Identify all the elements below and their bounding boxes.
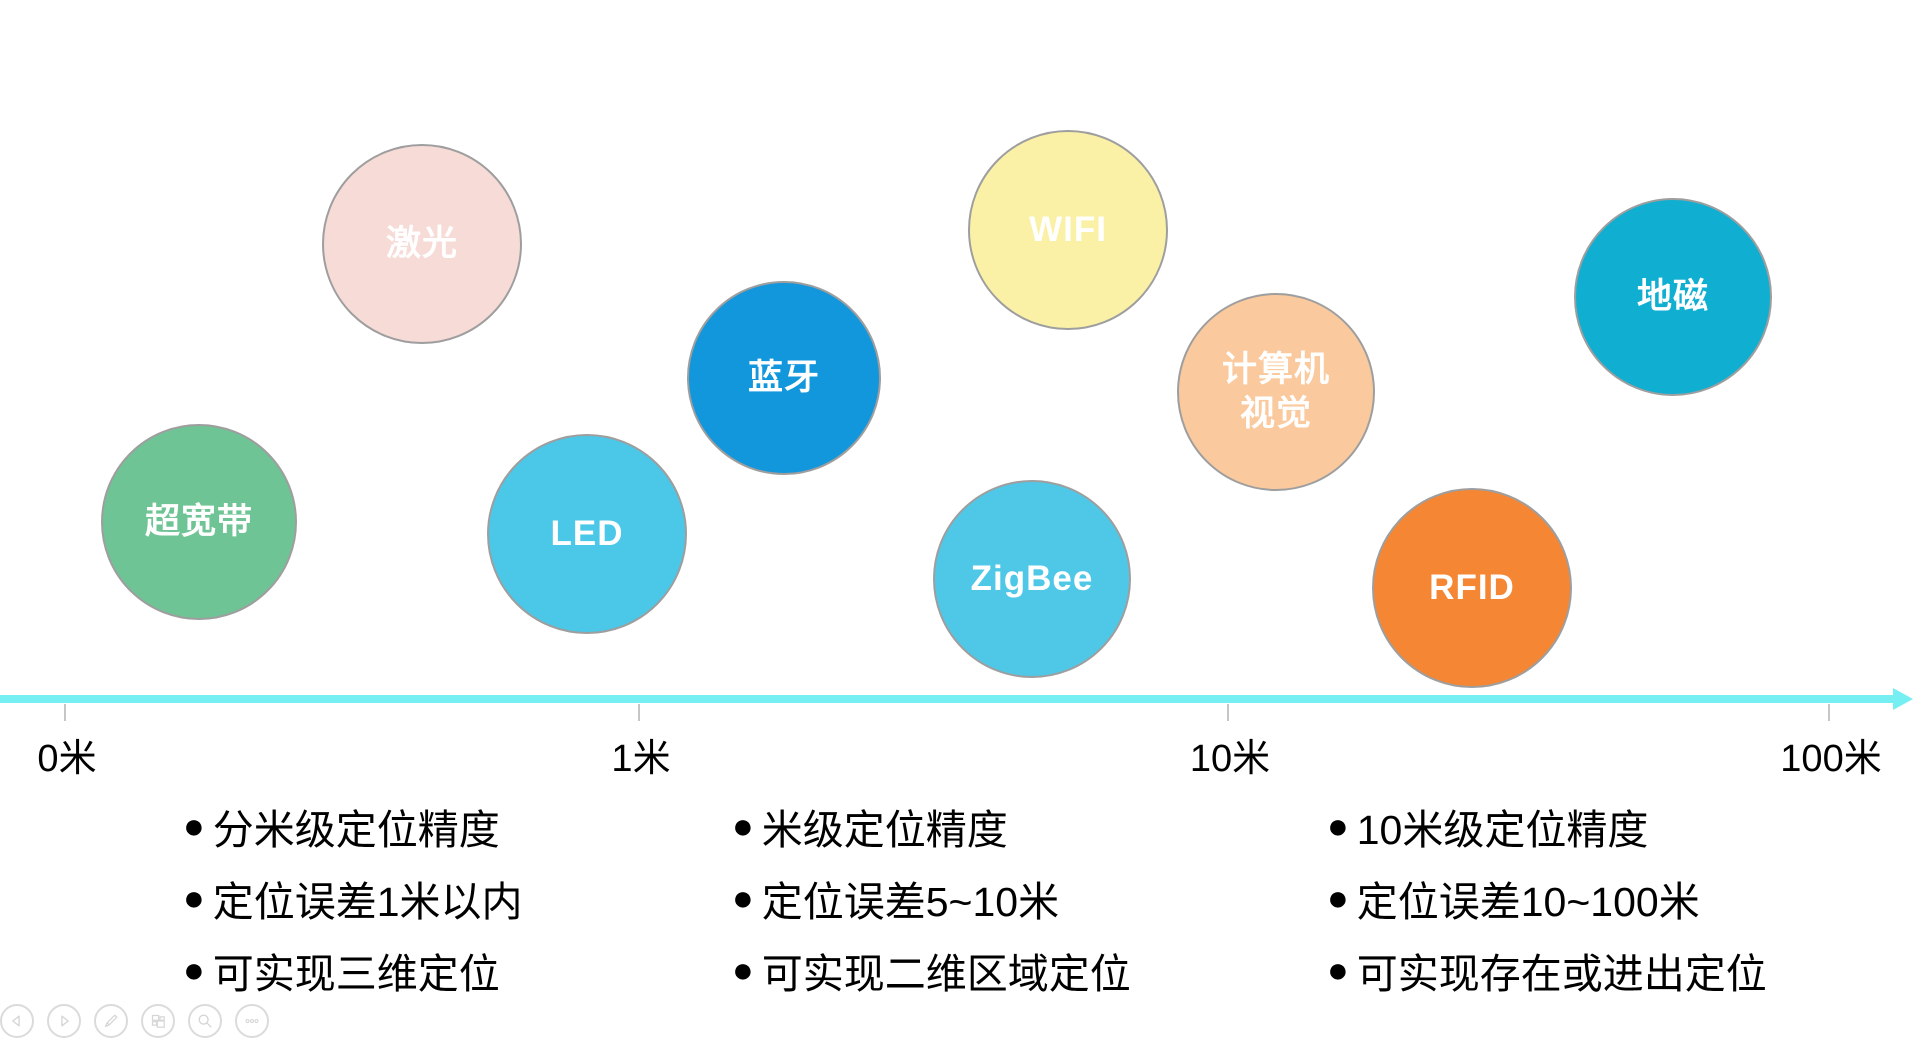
axis-label-0m: 0米 (37, 738, 97, 780)
bullet-icon: ● (183, 877, 205, 918)
bullet-icon: ● (183, 805, 205, 846)
bubble-label: 计算机 视觉 (1221, 349, 1330, 433)
legend-item: ●可实现存在或进出定位 (1327, 934, 1767, 1006)
axis-label-10m: 10米 (1189, 738, 1271, 780)
legend-item: ●定位误差10~100米 (1327, 862, 1767, 934)
bubble-label: LED (550, 513, 624, 553)
legend-item-text: 定位误差10~100米 (1356, 879, 1700, 925)
legend-column-3: ●10米级定位精度●定位误差10~100米●可实现存在或进出定位 (1327, 790, 1767, 1006)
legend-item: ●分米级定位精度 (183, 790, 523, 862)
bubble-zigbee: ZigBee (933, 480, 1131, 678)
axis-tick-0m (64, 704, 66, 721)
pen-icon (104, 1014, 118, 1028)
previous-slide-button[interactable] (0, 1004, 34, 1038)
legend-item-text: 可实现三维定位 (212, 951, 500, 997)
next-slide-button[interactable] (47, 1004, 81, 1038)
bubble-uwb: 超宽带 (101, 424, 297, 620)
magnifier-icon (198, 1014, 212, 1028)
bullet-icon: ● (732, 805, 754, 846)
bubble-led: LED (487, 434, 687, 634)
bubble-label: 超宽带 (144, 501, 253, 541)
slide-browser-button[interactable] (141, 1004, 175, 1038)
bubble-computer-vision: 计算机 视觉 (1177, 293, 1375, 491)
legend-item-text: 可实现存在或进出定位 (1356, 951, 1767, 997)
bubble-laser: 激光 (322, 144, 522, 344)
slides-icon (151, 1014, 165, 1028)
axis-tick-1m (638, 704, 640, 721)
bullet-icon: ● (1327, 877, 1349, 918)
bubble-wifi: WIFI (968, 130, 1168, 330)
legend-item: ●可实现三维定位 (183, 934, 523, 1006)
bullet-icon: ● (1327, 805, 1349, 846)
legend-item-text: 可实现二维区域定位 (761, 951, 1131, 997)
bubble-bluetooth: 蓝牙 (687, 281, 881, 475)
axis-label-1m: 1米 (611, 738, 671, 780)
axis-label-100m: 100米 (1780, 738, 1882, 780)
legend-item-text: 定位误差5~10米 (761, 879, 1060, 925)
axis-arrowhead-icon (1893, 688, 1913, 710)
legend-item: ●10米级定位精度 (1327, 790, 1767, 862)
legend-column-1: ●分米级定位精度●定位误差1米以内●可实现三维定位 (183, 790, 523, 1006)
axis-line (0, 695, 1894, 703)
more-options-button[interactable] (235, 1004, 269, 1038)
pen-annotate-button[interactable] (94, 1004, 128, 1038)
bullet-icon: ● (1327, 949, 1349, 990)
bubble-label: RFID (1429, 567, 1515, 607)
legend-item: ●定位误差5~10米 (732, 862, 1131, 934)
legend-item: ●米级定位精度 (732, 790, 1131, 862)
bubble-label: 地磁 (1636, 276, 1709, 316)
legend-item: ●可实现二维区域定位 (732, 934, 1131, 1006)
ellipsis-icon (245, 1018, 259, 1024)
bullet-icon: ● (732, 949, 754, 990)
legend-item-text: 分米级定位精度 (212, 807, 500, 853)
bubble-label: 蓝牙 (747, 357, 820, 397)
triangle-right-icon (61, 1015, 69, 1027)
bubble-geomagnetic: 地磁 (1574, 198, 1772, 396)
triangle-left-icon (12, 1015, 20, 1027)
legend-item-text: 定位误差1米以内 (212, 879, 523, 925)
bubble-label: ZigBee (970, 558, 1094, 598)
axis-tick-10m (1227, 704, 1229, 721)
bullet-icon: ● (183, 949, 205, 990)
slideshow-toolbar (0, 1004, 269, 1038)
bullet-icon: ● (732, 877, 754, 918)
bubble-label: 激光 (385, 223, 458, 263)
legend-column-2: ●米级定位精度●定位误差5~10米●可实现二维区域定位 (732, 790, 1131, 1006)
legend-item-text: 10米级定位精度 (1356, 807, 1649, 853)
zoom-tool-button[interactable] (188, 1004, 222, 1038)
bubble-rfid: RFID (1372, 488, 1572, 688)
legend-item: ●定位误差1米以内 (183, 862, 523, 934)
axis-tick-100m (1828, 704, 1830, 721)
legend-item-text: 米级定位精度 (761, 807, 1008, 853)
bubble-label: WIFI (1029, 209, 1107, 249)
